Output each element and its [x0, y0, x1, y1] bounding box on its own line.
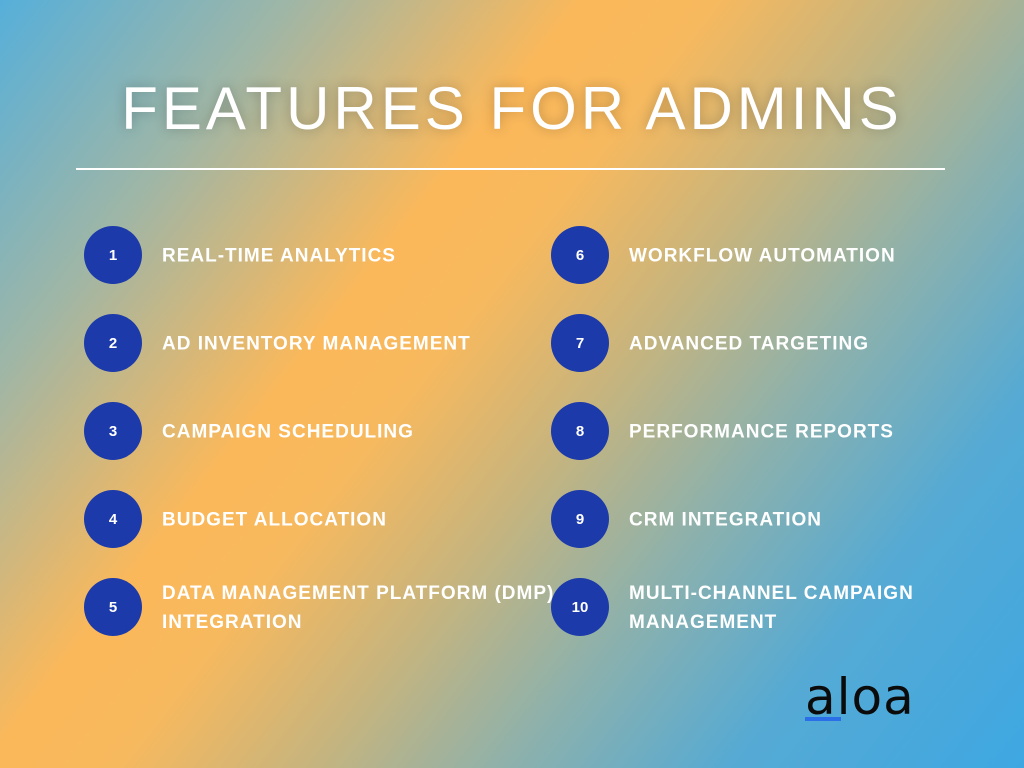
- feature-label: REAL-TIME ANALYTICS: [162, 242, 396, 271]
- feature-label: WORKFLOW AUTOMATION: [629, 242, 896, 271]
- feature-label-line: CRM INTEGRATION: [629, 509, 823, 531]
- feature-label-line: WORKFLOW AUTOMATION: [629, 245, 896, 267]
- feature-label-line: BUDGET ALLOCATION: [162, 509, 387, 531]
- feature-label-line: PERFORMANCE REPORTS: [629, 421, 894, 443]
- logo-underline: [805, 717, 841, 721]
- number-badge: 7: [551, 314, 609, 372]
- number-badge: 8: [551, 402, 609, 460]
- feature-label-line: MANAGEMENT: [629, 612, 778, 633]
- number-badge: 9: [551, 490, 609, 548]
- feature-label: DATA MANAGEMENT PLATFORM (DMP) INTEGRATIO…: [162, 579, 554, 637]
- feature-label: ADVANCED TARGETING: [629, 330, 869, 359]
- feature-label: PERFORMANCE REPORTS: [629, 418, 894, 447]
- feature-label-line: CAMPAIGN SCHEDULING: [162, 421, 414, 443]
- feature-label-line: INTEGRATION: [162, 612, 303, 633]
- feature-label-line: ADVANCED TARGETING: [629, 333, 870, 355]
- number-badge: 4: [84, 490, 142, 548]
- number-badge: 1: [84, 226, 142, 284]
- feature-label-line: DATA MANAGEMENT PLATFORM (DMP): [162, 583, 555, 604]
- feature-label: MULTI-CHANNEL CAMPAIGN MANAGEMENT: [629, 579, 914, 637]
- number-badge: 5: [84, 578, 142, 636]
- feature-label-line: REAL-TIME ANALYTICS: [162, 245, 396, 267]
- feature-label: CRM INTEGRATION: [629, 506, 822, 535]
- number-badge: 6: [551, 226, 609, 284]
- page-title: FEATURES FOR ADMINS: [121, 75, 903, 142]
- feature-label: CAMPAIGN SCHEDULING: [162, 418, 414, 447]
- feature-label-line: AD INVENTORY MANAGEMENT: [162, 333, 471, 355]
- aloa-logo: aloa: [805, 668, 915, 726]
- feature-label: AD INVENTORY MANAGEMENT: [162, 330, 471, 359]
- number-badge: 10: [551, 578, 609, 636]
- number-badge: 2: [84, 314, 142, 372]
- feature-label: BUDGET ALLOCATION: [162, 506, 387, 535]
- feature-label-line: MULTI-CHANNEL CAMPAIGN: [629, 583, 914, 604]
- title-divider: [76, 168, 945, 170]
- number-badge: 3: [84, 402, 142, 460]
